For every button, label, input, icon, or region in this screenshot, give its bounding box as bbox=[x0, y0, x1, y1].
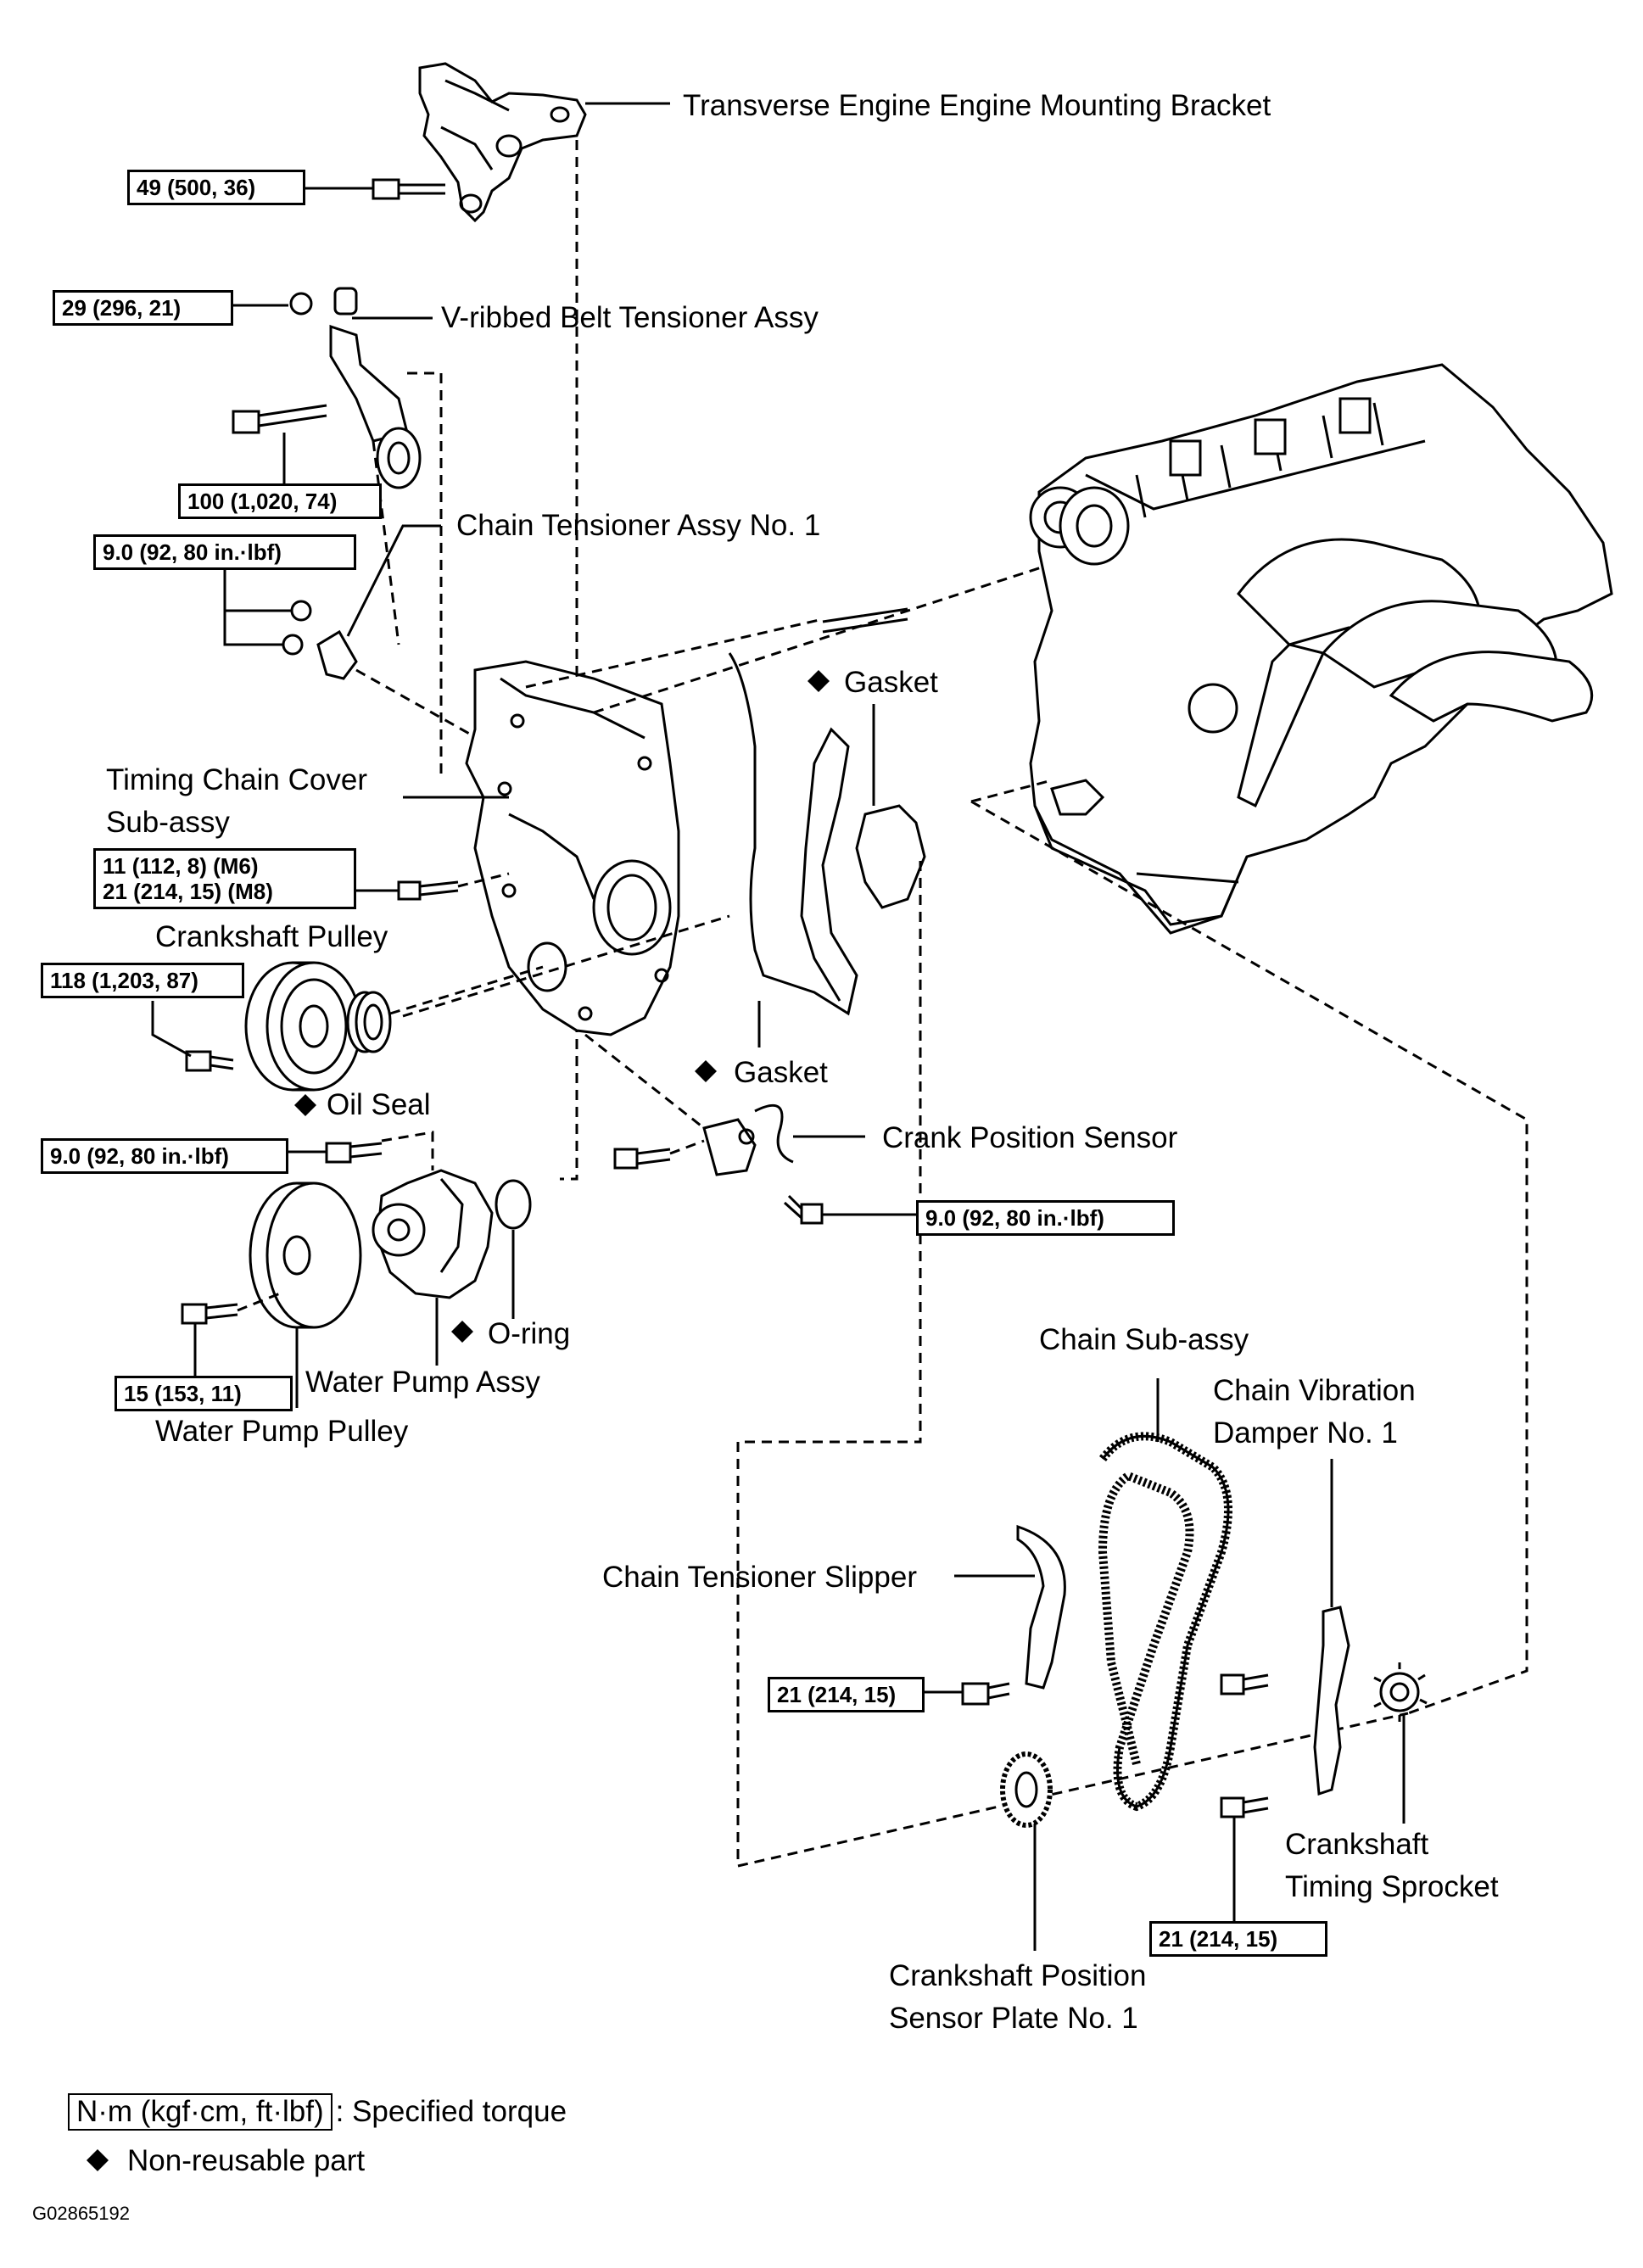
torque-damper-bolt: 21 (214, 15) bbox=[1149, 1921, 1327, 1957]
chain-tensioner-slipper bbox=[1016, 1524, 1066, 1690]
dash-pulley bbox=[389, 914, 730, 1018]
label-timing-cover-line2: Sub-assy bbox=[106, 806, 230, 839]
label-mounting-bracket: Transverse Engine Engine Mounting Bracke… bbox=[683, 89, 1271, 122]
label-belt-tensioner: V-ribbed Belt Tensioner Assy bbox=[441, 301, 819, 334]
dash-pump-pulley bbox=[237, 1292, 281, 1312]
label-sprocket-line2: Timing Sprocket bbox=[1285, 1870, 1499, 1903]
torque-cover-bolts: 11 (112, 8) (M6) 21 (214, 15) (M8) bbox=[93, 848, 356, 909]
belt-tensioner bbox=[232, 287, 422, 489]
engine-mounting-bracket bbox=[418, 62, 587, 223]
torque-water-pump-pulley-bolt: 15 (153, 11) bbox=[115, 1376, 293, 1411]
leader-chain-tensioner bbox=[223, 524, 441, 646]
slipper-bolt bbox=[961, 1682, 1010, 1706]
water-pump-bolt bbox=[325, 1142, 383, 1164]
figure-code: G02865192 bbox=[32, 2203, 130, 2224]
torque-cover-bolt-m6: 11 (112, 8) (M6) bbox=[103, 853, 259, 879]
chain-tensioner-assy bbox=[282, 600, 358, 680]
timing-chain bbox=[1098, 1432, 1232, 1812]
label-sensor-plate-line2: Sensor Plate No. 1 bbox=[889, 2002, 1138, 2035]
label-oil-seal: Oil Seal bbox=[327, 1088, 431, 1121]
crankshaft-timing-sprocket bbox=[1373, 1662, 1428, 1722]
water-pump-pulley bbox=[249, 1181, 362, 1329]
cover-bolt bbox=[397, 880, 459, 901]
crankshaft-sensor-plate bbox=[1000, 1751, 1053, 1828]
water-pump-pulley-bolt bbox=[181, 1303, 238, 1325]
torque-pulley-bolt: 118 (1,203, 87) bbox=[41, 963, 244, 998]
torque-tensioner-bolt: 100 (1,020, 74) bbox=[178, 483, 382, 519]
dash-sensor bbox=[584, 861, 1409, 1868]
label-chain-tensioner: Chain Tensioner Assy No. 1 bbox=[456, 509, 821, 542]
torque-chain-tensioner-nuts: 9.0 (92, 80 in.·lbf) bbox=[93, 534, 356, 570]
legend-torque-text: : Specified torque bbox=[335, 2095, 567, 2128]
label-sensor-plate-line1: Crankshaft Position bbox=[889, 1959, 1147, 1992]
label-water-pump-pulley: Water Pump Pulley bbox=[155, 1415, 409, 1448]
label-gasket-upper: Gasket bbox=[844, 666, 938, 699]
crankshaft-pulley bbox=[244, 961, 362, 1092]
label-water-pump-assy: Water Pump Assy bbox=[305, 1366, 540, 1399]
dash-chain-tensioner bbox=[355, 668, 493, 748]
dash-bracket bbox=[560, 140, 578, 1181]
pulley-bolt bbox=[185, 1050, 234, 1072]
torque-water-pump-bolt: 9.0 (92, 80 in.·lbf) bbox=[41, 1138, 288, 1174]
dash-engine bbox=[970, 779, 1528, 1715]
oil-seal bbox=[346, 991, 392, 1053]
engine-block bbox=[1029, 363, 1613, 935]
damper-bolts bbox=[1220, 1673, 1269, 1818]
crank-position-sensor bbox=[702, 1103, 794, 1176]
label-sprocket-line1: Crankshaft bbox=[1285, 1828, 1429, 1861]
legend-torque-unit-box: N·m (kgf·cm, ft·lbf) bbox=[68, 2093, 333, 2131]
leader-pulley-bolt bbox=[151, 1001, 192, 1058]
label-chain-damper-line1: Chain Vibration bbox=[1213, 1374, 1416, 1407]
non-reusable-markers bbox=[87, 670, 830, 2171]
dash-water-pump bbox=[381, 1131, 434, 1170]
torque-cover-bolt-m8: 21 (214, 15) (M8) bbox=[103, 879, 273, 904]
torque-bracket-bolt: 49 (500, 36) bbox=[127, 170, 305, 205]
label-crank-position-sensor: Crank Position Sensor bbox=[882, 1121, 1178, 1154]
o-ring bbox=[495, 1179, 532, 1230]
timing-chain-cover bbox=[465, 660, 680, 1036]
label-timing-cover-line1: Timing Chain Cover bbox=[106, 763, 367, 796]
label-chain-damper-line2: Damper No. 1 bbox=[1213, 1416, 1398, 1450]
label-o-ring: O-ring bbox=[488, 1317, 571, 1350]
legend-non-reusable: Non-reusable part bbox=[127, 2144, 366, 2177]
torque-tensioner-nut: 29 (296, 21) bbox=[53, 290, 233, 326]
label-chain-sub-assy: Chain Sub-assy bbox=[1039, 1323, 1249, 1356]
gasket-small bbox=[855, 804, 926, 909]
gasket-large bbox=[728, 652, 858, 1016]
label-chain-slipper: Chain Tensioner Slipper bbox=[602, 1561, 917, 1594]
dash-tensioner bbox=[372, 371, 443, 776]
torque-slipper-bolt: 21 (214, 15) bbox=[768, 1677, 925, 1712]
sensor-bolt bbox=[613, 1148, 824, 1225]
bracket-bolt bbox=[372, 178, 445, 200]
dash-stud bbox=[525, 562, 1053, 714]
chain-vibration-damper bbox=[1313, 1606, 1350, 1796]
water-pump-assy bbox=[372, 1169, 494, 1299]
timing-chain-outline bbox=[1101, 1434, 1230, 1808]
dash-cover-bolt bbox=[457, 872, 510, 888]
legend-torque: N·m (kgf·cm, ft·lbf): Specified torque bbox=[68, 2093, 567, 2131]
stud bbox=[822, 607, 908, 634]
label-crankshaft-pulley: Crankshaft Pulley bbox=[155, 920, 388, 953]
torque-sensor-bolt: 9.0 (92, 80 in.·lbf) bbox=[916, 1200, 1175, 1236]
label-gasket-lower: Gasket bbox=[734, 1056, 828, 1089]
